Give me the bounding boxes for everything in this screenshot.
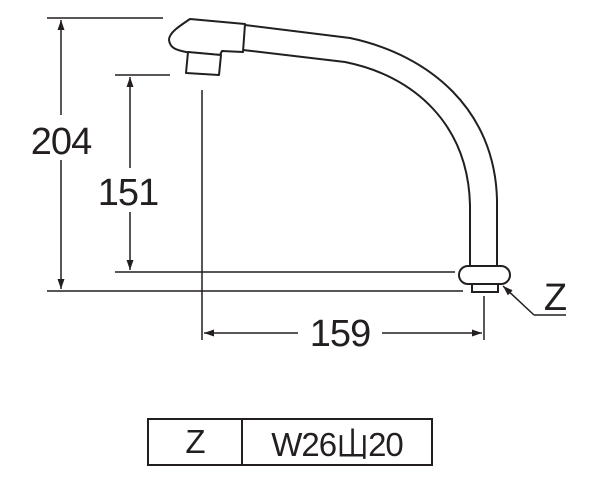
spout-outlet	[185, 51, 222, 76]
outlet-nut	[471, 283, 499, 293]
callout-label-z: Z	[544, 277, 567, 319]
spec-table-value: W26山20	[271, 426, 404, 463]
spec-table-key: Z	[149, 420, 243, 464]
spout-head	[168, 18, 246, 76]
outlet-collar	[458, 265, 511, 285]
dimension-label-159: 159	[310, 313, 370, 355]
callout-leader	[502, 285, 566, 316]
dimension-label-151: 151	[98, 172, 158, 214]
outlet-fitting	[458, 265, 511, 293]
spec-table: Z W26山20	[147, 418, 433, 466]
dimension-label-204: 204	[31, 121, 92, 163]
spout-tube	[242, 24, 498, 266]
